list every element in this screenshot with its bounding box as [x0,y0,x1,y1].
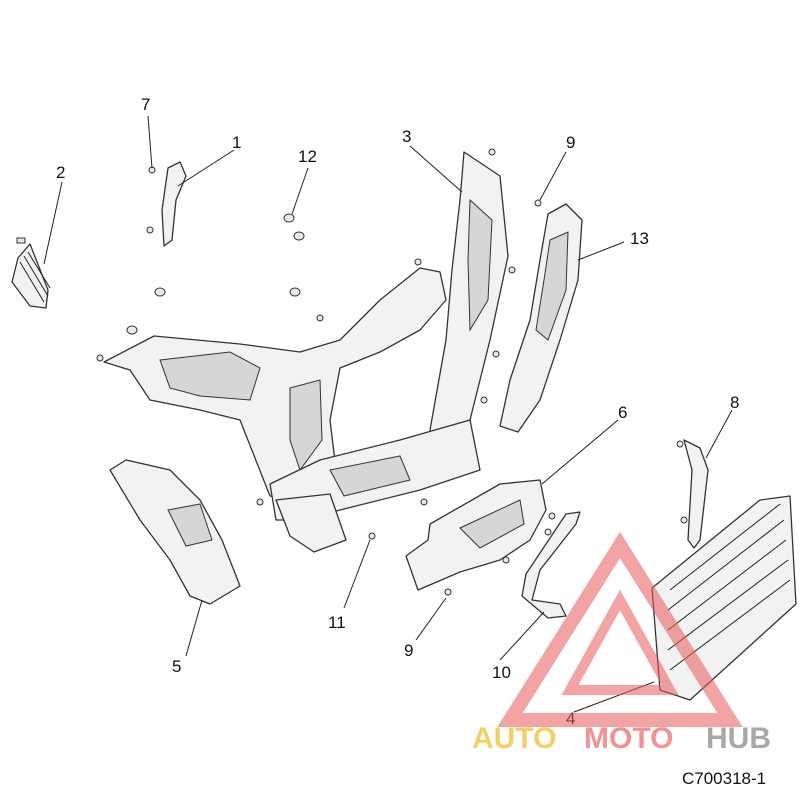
part-1-bracket [146,161,187,247]
part-6-lower-panel [405,479,547,591]
part-4-grille [651,495,797,701]
figure-id: C700318-1 [682,769,766,788]
callout-2: 2 [56,163,65,182]
part-3-front-frame [103,151,509,553]
hardware-screws [96,148,542,596]
watermark-hub: HUB [706,722,771,755]
callout-7: 8 [730,393,739,412]
callout-12: 13 [630,229,649,248]
callout-11: 12 [298,147,317,166]
callout-6: 6 [618,403,627,422]
callout-labels: 7 1 2 3 12 9 13 6 8 11 9 10 5 4 [56,95,739,728]
callout-13: 5 [172,657,181,676]
part-11-clips [126,213,305,335]
callout-8: 10 [492,663,511,682]
callout-10: 11 [328,613,346,632]
callout-3: 3 [402,127,411,146]
callout-1: 1 [232,133,241,152]
watermark-moto: MOTO [584,722,673,755]
part-2-vent [11,237,51,309]
callout-9-top: 9 [566,133,575,152]
part-8-rail [521,511,581,619]
watermark-auto: AUTO [472,722,556,755]
callout-9-bottom: 9 [404,641,413,660]
watermark-triangle-outer [497,531,743,727]
part-7-bracket [676,439,709,549]
part-13-lower-panel [109,459,241,605]
part-12-side-panel [499,203,583,433]
watermark-triangle-inner [561,589,679,695]
watermark-logo: AUTO MOTO HUB [472,531,771,755]
callout-5: 7 [141,95,150,114]
